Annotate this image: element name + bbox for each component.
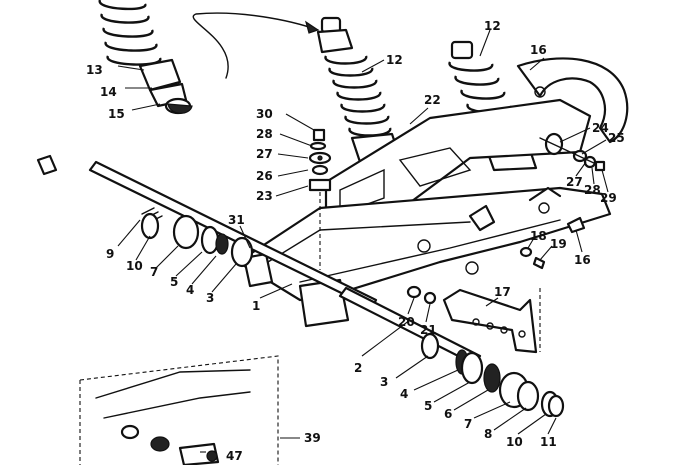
callout-39: 39 (304, 431, 321, 445)
bolts-right (519, 216, 586, 270)
callout-47: 47 (226, 449, 243, 463)
callout-23: 23 (256, 189, 273, 203)
shock-absorber-left (98, 0, 193, 115)
callout-19: 19 (550, 237, 567, 251)
callout-3-left: 3 (206, 291, 214, 305)
callout-14: 14 (100, 85, 117, 99)
callout-25: 25 (608, 131, 625, 145)
callout-17: 17 (494, 285, 511, 299)
callout-15: 15 (108, 107, 125, 121)
callout-11: 11 (540, 435, 557, 449)
callout-4-left: 4 (186, 283, 194, 297)
bracket-17 (406, 285, 541, 354)
swingarm-frame (236, 98, 612, 302)
left-bushings (140, 212, 254, 268)
shock-absorber-center (316, 16, 402, 164)
callout-2: 2 (354, 361, 362, 375)
callout-16-top: 16 (530, 43, 547, 57)
callout-22: 22 (424, 93, 441, 107)
callout-21: 21 (420, 323, 437, 337)
callout-8: 8 (484, 427, 492, 441)
reference-arrow (192, 12, 320, 79)
callout-18: 18 (530, 229, 547, 243)
callout-28-right: 28 (584, 183, 601, 197)
callout-27-center: 27 (256, 147, 273, 161)
callout-5-left: 5 (170, 275, 178, 289)
callout-7-right: 7 (464, 417, 472, 431)
callout-16-right: 16 (574, 253, 591, 267)
callout-28-center: 28 (256, 127, 273, 141)
callout-9: 9 (106, 247, 114, 261)
chain-case (516, 57, 629, 144)
right-bushings (420, 332, 565, 418)
pivot-shaft (36, 154, 482, 366)
callout-26: 26 (256, 169, 273, 183)
callout-5-right: 5 (424, 399, 432, 413)
callout-10-right: 10 (506, 435, 523, 449)
callout-leaders (117, 29, 609, 453)
callout-6: 6 (444, 407, 452, 421)
callout-1: 1 (252, 299, 260, 313)
callout-12-right: 12 (484, 19, 501, 33)
right-mount-hardware (539, 132, 606, 172)
callout-4-right: 4 (400, 387, 408, 401)
inset-detail-39 (79, 355, 300, 465)
callout-30: 30 (256, 107, 273, 121)
callout-labels: 13 14 15 12 12 16 22 30 28 27 26 23 24 2… (86, 19, 625, 463)
callout-27-right: 27 (566, 175, 583, 189)
callout-13: 13 (86, 63, 103, 77)
top-mount-hardware (308, 128, 332, 270)
callout-7-left: 7 (150, 265, 158, 279)
callout-20: 20 (398, 315, 415, 329)
callout-31: 31 (228, 213, 245, 227)
callout-12-center: 12 (386, 53, 403, 67)
callout-24: 24 (592, 121, 609, 135)
callout-29: 29 (600, 191, 617, 205)
callout-10-left: 10 (126, 259, 143, 273)
callout-3-right: 3 (380, 375, 388, 389)
